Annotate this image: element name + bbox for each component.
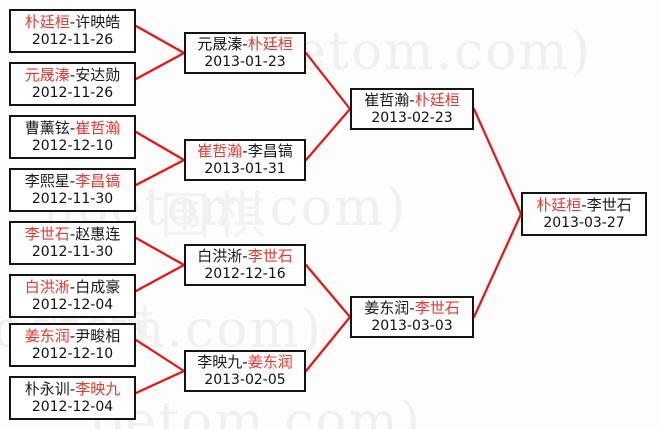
player-name: 崔哲瀚 (197, 141, 243, 160)
match-players: 元晟溱-安达勋 (24, 65, 121, 85)
separator: - (242, 34, 248, 53)
player-name: 李映九 (75, 379, 121, 398)
separator: - (409, 298, 415, 317)
match-date: 2012-12-16 (204, 265, 286, 282)
player-name: 李映九 (197, 352, 243, 371)
match-players: 朴廷桓-李世石 (536, 195, 632, 215)
match-date: 2013-03-03 (371, 317, 453, 334)
player-name: 朴廷桓 (247, 34, 293, 53)
player-name: 李世石 (586, 195, 632, 214)
match-players: 崔哲瀚-朴廷桓 (364, 90, 460, 110)
match-box[interactable]: 曹薰铉-崔哲瀚 2012-12-10 (9, 115, 136, 159)
player-name: 元晟溱 (24, 65, 70, 84)
player-name: 崔哲瀚 (75, 118, 121, 137)
player-name: 赵惠连 (75, 224, 121, 243)
match-box[interactable]: 朴廷桓-许映皓 2012-11-26 (9, 9, 136, 53)
separator: - (69, 171, 76, 190)
separator: - (69, 224, 76, 243)
match-players: 崔哲瀚-李昌镐 (197, 141, 293, 161)
match-players: 李映九-姜东润 (197, 352, 293, 372)
match-box[interactable]: 李熙星-李昌镐 2012-11-30 (9, 168, 136, 212)
match-box[interactable]: 李映九-姜东润 2013-02-05 (184, 350, 306, 392)
player-name: 曹薰铉 (24, 118, 70, 137)
player-name: 尹畯相 (75, 326, 121, 345)
match-players: 白洪淅-白成豪 (24, 277, 121, 297)
separator: - (242, 141, 248, 160)
match-date: 2012-11-26 (31, 84, 114, 101)
separator: - (581, 195, 587, 214)
player-name: 李世石 (247, 246, 293, 265)
separator: - (409, 90, 415, 109)
player-name: 朴廷桓 (536, 195, 582, 214)
match-date: 2012-11-30 (31, 190, 114, 207)
match-date: 2012-12-10 (31, 345, 114, 362)
player-name: 许映皓 (75, 12, 121, 31)
match-players: 曹薰铉-崔哲瀚 (24, 118, 121, 138)
match-date: 2012-11-26 (31, 31, 114, 48)
match-date: 2012-12-10 (31, 137, 114, 154)
player-name: 李熙星 (24, 171, 70, 190)
match-box[interactable]: 元晟溱-安达勋 2012-11-26 (9, 62, 136, 106)
watermark-cjk: 围棋 (160, 187, 272, 245)
match-box[interactable]: 白洪淅-白成豪 2012-12-04 (9, 274, 136, 318)
match-date: 2013-02-05 (204, 371, 286, 388)
player-name: 姜东润 (247, 352, 293, 371)
player-name: 李世石 (414, 298, 460, 317)
match-box[interactable]: 元晟溱-朴廷桓 2013-01-23 (184, 32, 306, 74)
separator: - (69, 118, 76, 137)
player-name: 白成豪 (75, 277, 121, 296)
match-date: 2013-02-23 (371, 109, 453, 126)
match-date: 2012-11-30 (31, 243, 114, 260)
match-players: 姜东润-尹畯相 (24, 326, 121, 346)
player-name: 李世石 (24, 224, 70, 243)
player-name: 安达勋 (75, 65, 121, 84)
watermark-text: oetom.com) (92, 392, 423, 429)
separator: - (69, 12, 76, 31)
player-name: 朴廷桓 (24, 12, 70, 31)
player-name: 白洪淅 (197, 246, 243, 265)
match-box[interactable]: 李世石-赵惠连 2012-11-30 (9, 221, 136, 265)
match-date: 2013-01-23 (204, 53, 286, 70)
match-players: 李世石-赵惠连 (24, 224, 121, 244)
player-name: 朴永训 (24, 379, 70, 398)
separator: - (69, 277, 76, 296)
match-players: 白洪淅-李世石 (197, 246, 293, 266)
player-name: 李昌镐 (247, 141, 293, 160)
match-players: 姜东润-李世石 (364, 298, 460, 318)
separator: - (69, 379, 76, 398)
match-box-final[interactable]: 朴廷桓-李世石 2013-03-27 (521, 192, 647, 236)
player-name: 李昌镐 (75, 171, 121, 190)
match-box[interactable]: 朴永训-李映九 2012-12-04 (9, 376, 136, 420)
player-name: 朴廷桓 (414, 90, 460, 109)
match-date: 2013-01-31 (204, 160, 286, 177)
player-name: 白洪淅 (24, 277, 70, 296)
match-players: 元晟溱-朴廷桓 (197, 34, 293, 54)
match-box[interactable]: 姜东润-尹畯相 2012-12-10 (9, 323, 136, 367)
match-box[interactable]: 白洪淅-李世石 2012-12-16 (184, 244, 306, 286)
match-box[interactable]: 崔哲瀚-朴廷桓 2013-02-23 (350, 88, 474, 130)
player-name: 崔哲瀚 (364, 90, 410, 109)
separator: - (69, 65, 76, 84)
player-name: 元晟溱 (197, 34, 243, 53)
separator: - (69, 326, 76, 345)
separator: - (242, 246, 248, 265)
match-date: 2012-12-04 (31, 398, 114, 415)
match-players: 朴永训-李映九 (24, 379, 121, 399)
match-date: 2013-03-27 (543, 214, 625, 231)
match-box[interactable]: 崔哲瀚-李昌镐 2013-01-31 (184, 139, 306, 181)
match-players: 李熙星-李昌镐 (24, 171, 121, 191)
match-players: 朴廷桓-许映皓 (24, 12, 121, 32)
player-name: 姜东润 (364, 298, 410, 317)
match-box[interactable]: 姜东润-李世石 2013-03-03 (350, 296, 474, 338)
separator: - (242, 352, 248, 371)
player-name: 姜东润 (24, 326, 70, 345)
watermark-text: oetom.com) (262, 22, 593, 82)
match-date: 2012-12-04 (31, 296, 114, 313)
